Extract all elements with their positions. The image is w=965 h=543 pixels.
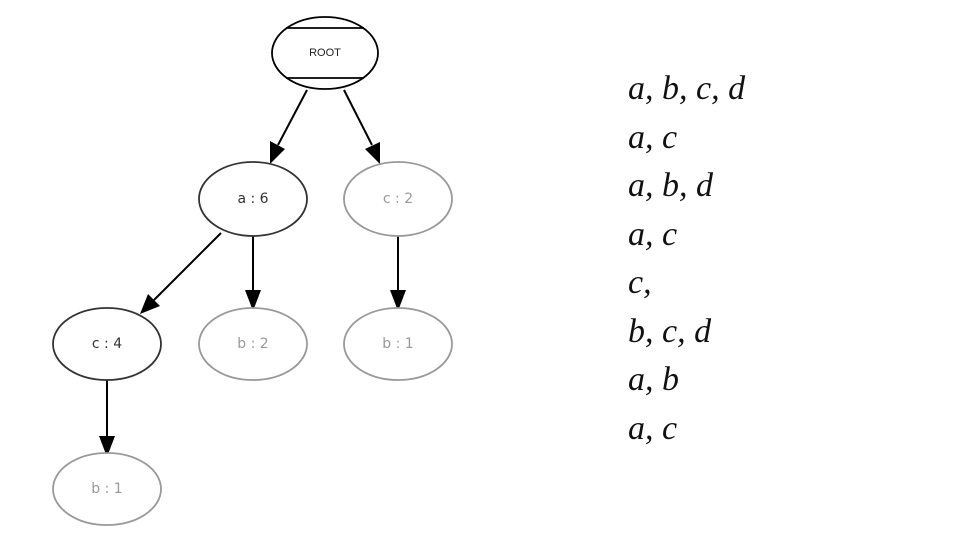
transaction-row: a, c bbox=[628, 118, 678, 156]
edge-c4-to-b1-bottom bbox=[99, 378, 115, 457]
node-b1-right: b : 1 bbox=[343, 307, 453, 381]
node-b2: b : 2 bbox=[198, 307, 308, 381]
edge-a6-to-c4 bbox=[140, 232, 222, 314]
edge-root-to-c2 bbox=[343, 89, 380, 164]
transaction-row: b, c, d bbox=[628, 312, 712, 350]
transaction-row: a, c bbox=[628, 215, 678, 253]
edge-c2-to-b1-right bbox=[390, 236, 406, 311]
node-c4: c : 4 bbox=[52, 307, 162, 381]
transaction-row: a, b bbox=[628, 361, 679, 398]
root-node: ROOT bbox=[271, 16, 379, 90]
fp-tree-diagram: ROOT a : 6 c : 2 c : 4 b : 2 b : 1 b : 1 bbox=[52, 16, 453, 526]
node-c2-label: c : 2 bbox=[383, 191, 413, 207]
edge-root-to-a6 bbox=[270, 89, 308, 164]
node-c2: c : 2 bbox=[343, 161, 453, 237]
root-label: ROOT bbox=[309, 47, 341, 59]
transaction-row: a, b, d bbox=[628, 167, 713, 204]
node-b1-right-label: b : 1 bbox=[382, 336, 413, 352]
tree-edges bbox=[99, 89, 406, 457]
transaction-row: a, c bbox=[628, 409, 678, 447]
transaction-row: a, b, c, d bbox=[628, 70, 746, 107]
edge-a6-to-b2 bbox=[245, 236, 261, 311]
node-b2-label: b : 2 bbox=[237, 336, 268, 352]
node-c4-label: c : 4 bbox=[92, 336, 122, 352]
node-a6: a : 6 bbox=[198, 161, 308, 237]
node-b1-bottom-label: b : 1 bbox=[91, 481, 122, 497]
transaction-row: c, bbox=[628, 264, 652, 301]
node-a6-label: a : 6 bbox=[237, 191, 268, 207]
node-b1-bottom: b : 1 bbox=[52, 452, 162, 526]
transaction-list: a, b, c, d a, c a, b, d a, c c, b, c, d … bbox=[628, 65, 745, 453]
